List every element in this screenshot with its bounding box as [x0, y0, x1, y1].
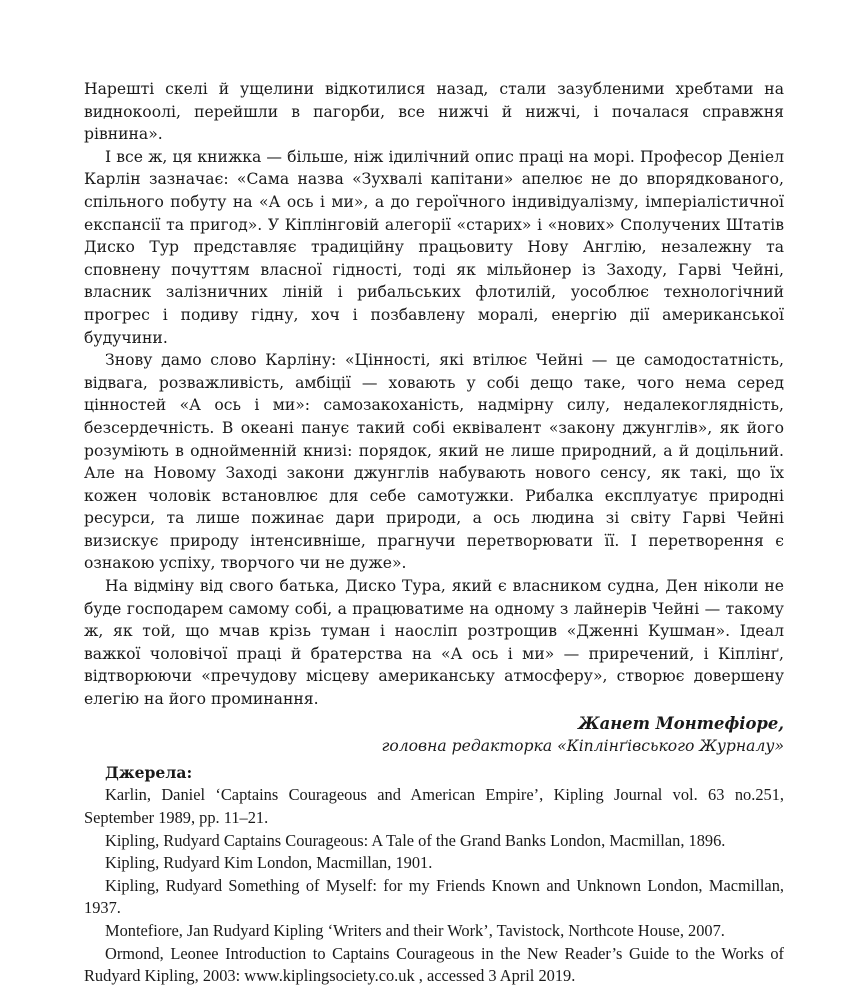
paragraph-1: Нарешті скелі й ущелини відкотилися наза… — [84, 80, 784, 144]
source-item: Ormond, Leonee Introduction to Captains … — [84, 943, 784, 986]
document-page: Нарешті скелі й ущелини відкотилися наза… — [84, 78, 784, 988]
source-item: Kipling, Rudyard Something of Myself: fo… — [84, 875, 784, 918]
source-item: Montefiore, Jan Rudyard Kipling ‘Writers… — [105, 920, 725, 940]
author-role: головна редакторка «Кіплінґівського Журн… — [381, 737, 784, 756]
author-name: Жанет Монтефіоре, — [578, 713, 784, 733]
sources-section: Джерела: Karlin, Daniel ‘Captains Courag… — [84, 762, 784, 988]
paragraph-2: І все ж, ця книжка — більше, ніж ідилічн… — [84, 147, 784, 347]
source-item: Kipling, Rudyard Captains Courageous: A … — [105, 830, 726, 850]
source-item: Karlin, Daniel ‘Captains Courageous and … — [84, 785, 784, 827]
paragraph-3: Знову дамо слово Карліну: «Цінності, які… — [84, 351, 784, 573]
source-item: Kipling, Rudyard Kim London, Macmillan, … — [105, 853, 433, 873]
paragraph-4: На відміну від свого батька, Диско Тура,… — [84, 577, 784, 709]
sources-title: Джерела: — [105, 762, 193, 782]
author-signature: Жанет Монтефіоре, головна редакторка «Кі… — [84, 713, 784, 758]
